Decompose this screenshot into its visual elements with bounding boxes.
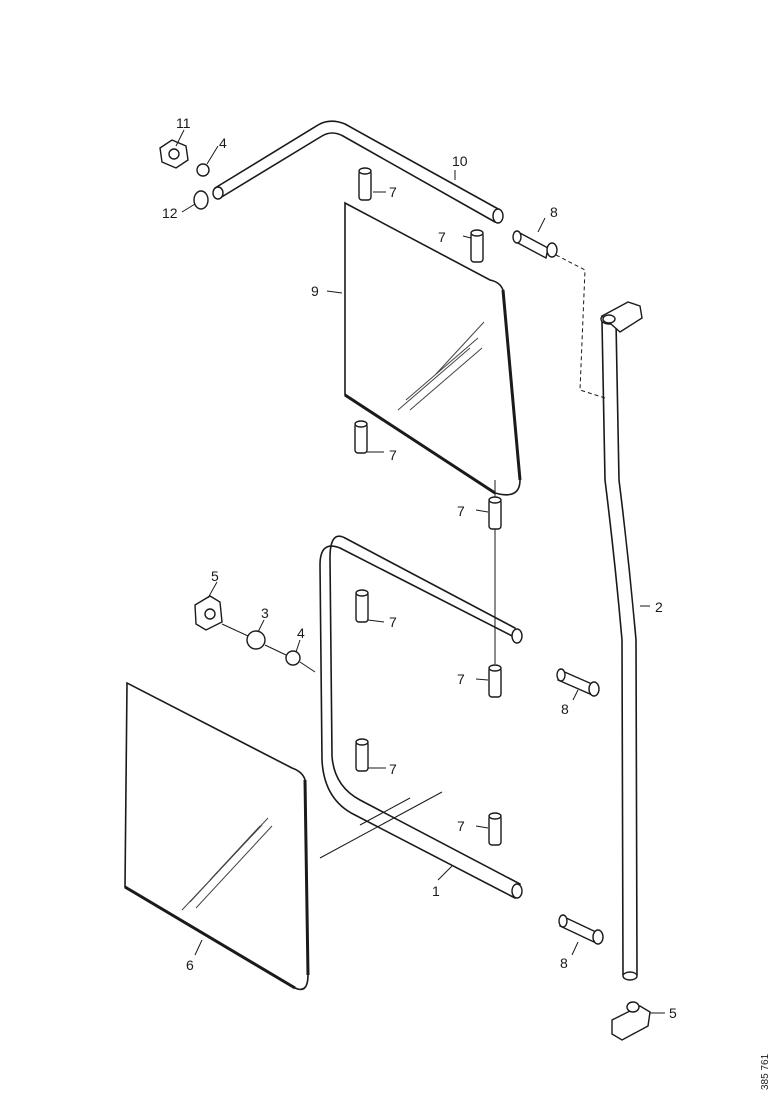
callout-7-h: 7 xyxy=(457,818,465,834)
callout-5-bottom: 5 xyxy=(669,1005,677,1021)
callout-9: 9 xyxy=(311,283,319,299)
spacer-2 xyxy=(470,229,484,263)
spacer-8 xyxy=(488,812,502,846)
callout-7-c: 7 xyxy=(389,447,397,463)
spacer-4 xyxy=(488,496,502,530)
callout-7-g: 7 xyxy=(389,761,397,777)
callout-7-e: 7 xyxy=(389,614,397,630)
callout-4-upper: 4 xyxy=(219,135,227,151)
callout-7-b: 7 xyxy=(438,229,446,245)
spacer-3 xyxy=(354,420,368,454)
callout-11: 11 xyxy=(176,115,191,131)
side-mount-bracket xyxy=(194,595,223,631)
spacer-7 xyxy=(355,738,369,772)
hinge-sleeve-top xyxy=(512,230,558,260)
spacer-5 xyxy=(355,589,369,623)
callout-1: 1 xyxy=(432,883,440,899)
upper-frame-tube xyxy=(212,120,504,224)
spacer-6 xyxy=(488,664,502,698)
bushing xyxy=(193,190,209,210)
callout-7-f: 7 xyxy=(457,671,465,687)
callout-7-i: 7 xyxy=(389,184,397,200)
assembly-guide-line-2 xyxy=(359,797,411,826)
callout-4-side: 4 xyxy=(297,625,305,641)
side-axis-line xyxy=(221,623,316,673)
ball-joint xyxy=(246,630,266,650)
side-nut xyxy=(285,650,301,666)
upper-mount-bracket xyxy=(159,139,189,169)
assembly-guide-line xyxy=(319,791,443,859)
callout-8-top: 8 xyxy=(550,204,558,220)
callout-7-d: 7 xyxy=(457,503,465,519)
document-id: 385 761 xyxy=(760,1053,771,1090)
callout-10: 10 xyxy=(452,153,468,169)
lower-frame-tube xyxy=(319,535,523,899)
upper-nut xyxy=(196,163,210,177)
callout-3: 3 xyxy=(261,605,269,621)
bottom-mount-bracket xyxy=(611,1001,651,1041)
hinge-sleeve-bottom xyxy=(558,914,604,945)
callout-8-middle: 8 xyxy=(561,701,569,717)
callout-8-bottom: 8 xyxy=(560,955,568,971)
callout-12: 12 xyxy=(162,205,178,221)
upper-glass-panel xyxy=(344,201,522,496)
callout-7-a: 7 xyxy=(389,184,397,200)
hinge-sleeve-middle xyxy=(556,668,600,697)
spacer-1 xyxy=(358,167,372,201)
callout-labels: 11 4 12 10 8 7 7 9 7 7 2 5 3 4 7 7 8 7 7… xyxy=(162,115,677,1021)
callout-6: 6 xyxy=(186,957,194,973)
vertical-pillar xyxy=(600,301,643,981)
leader-lines xyxy=(175,129,665,1014)
callout-2: 2 xyxy=(655,599,663,615)
callout-5-side: 5 xyxy=(211,568,219,584)
lower-glass-panel xyxy=(124,681,310,991)
dashed-connector xyxy=(555,254,606,399)
